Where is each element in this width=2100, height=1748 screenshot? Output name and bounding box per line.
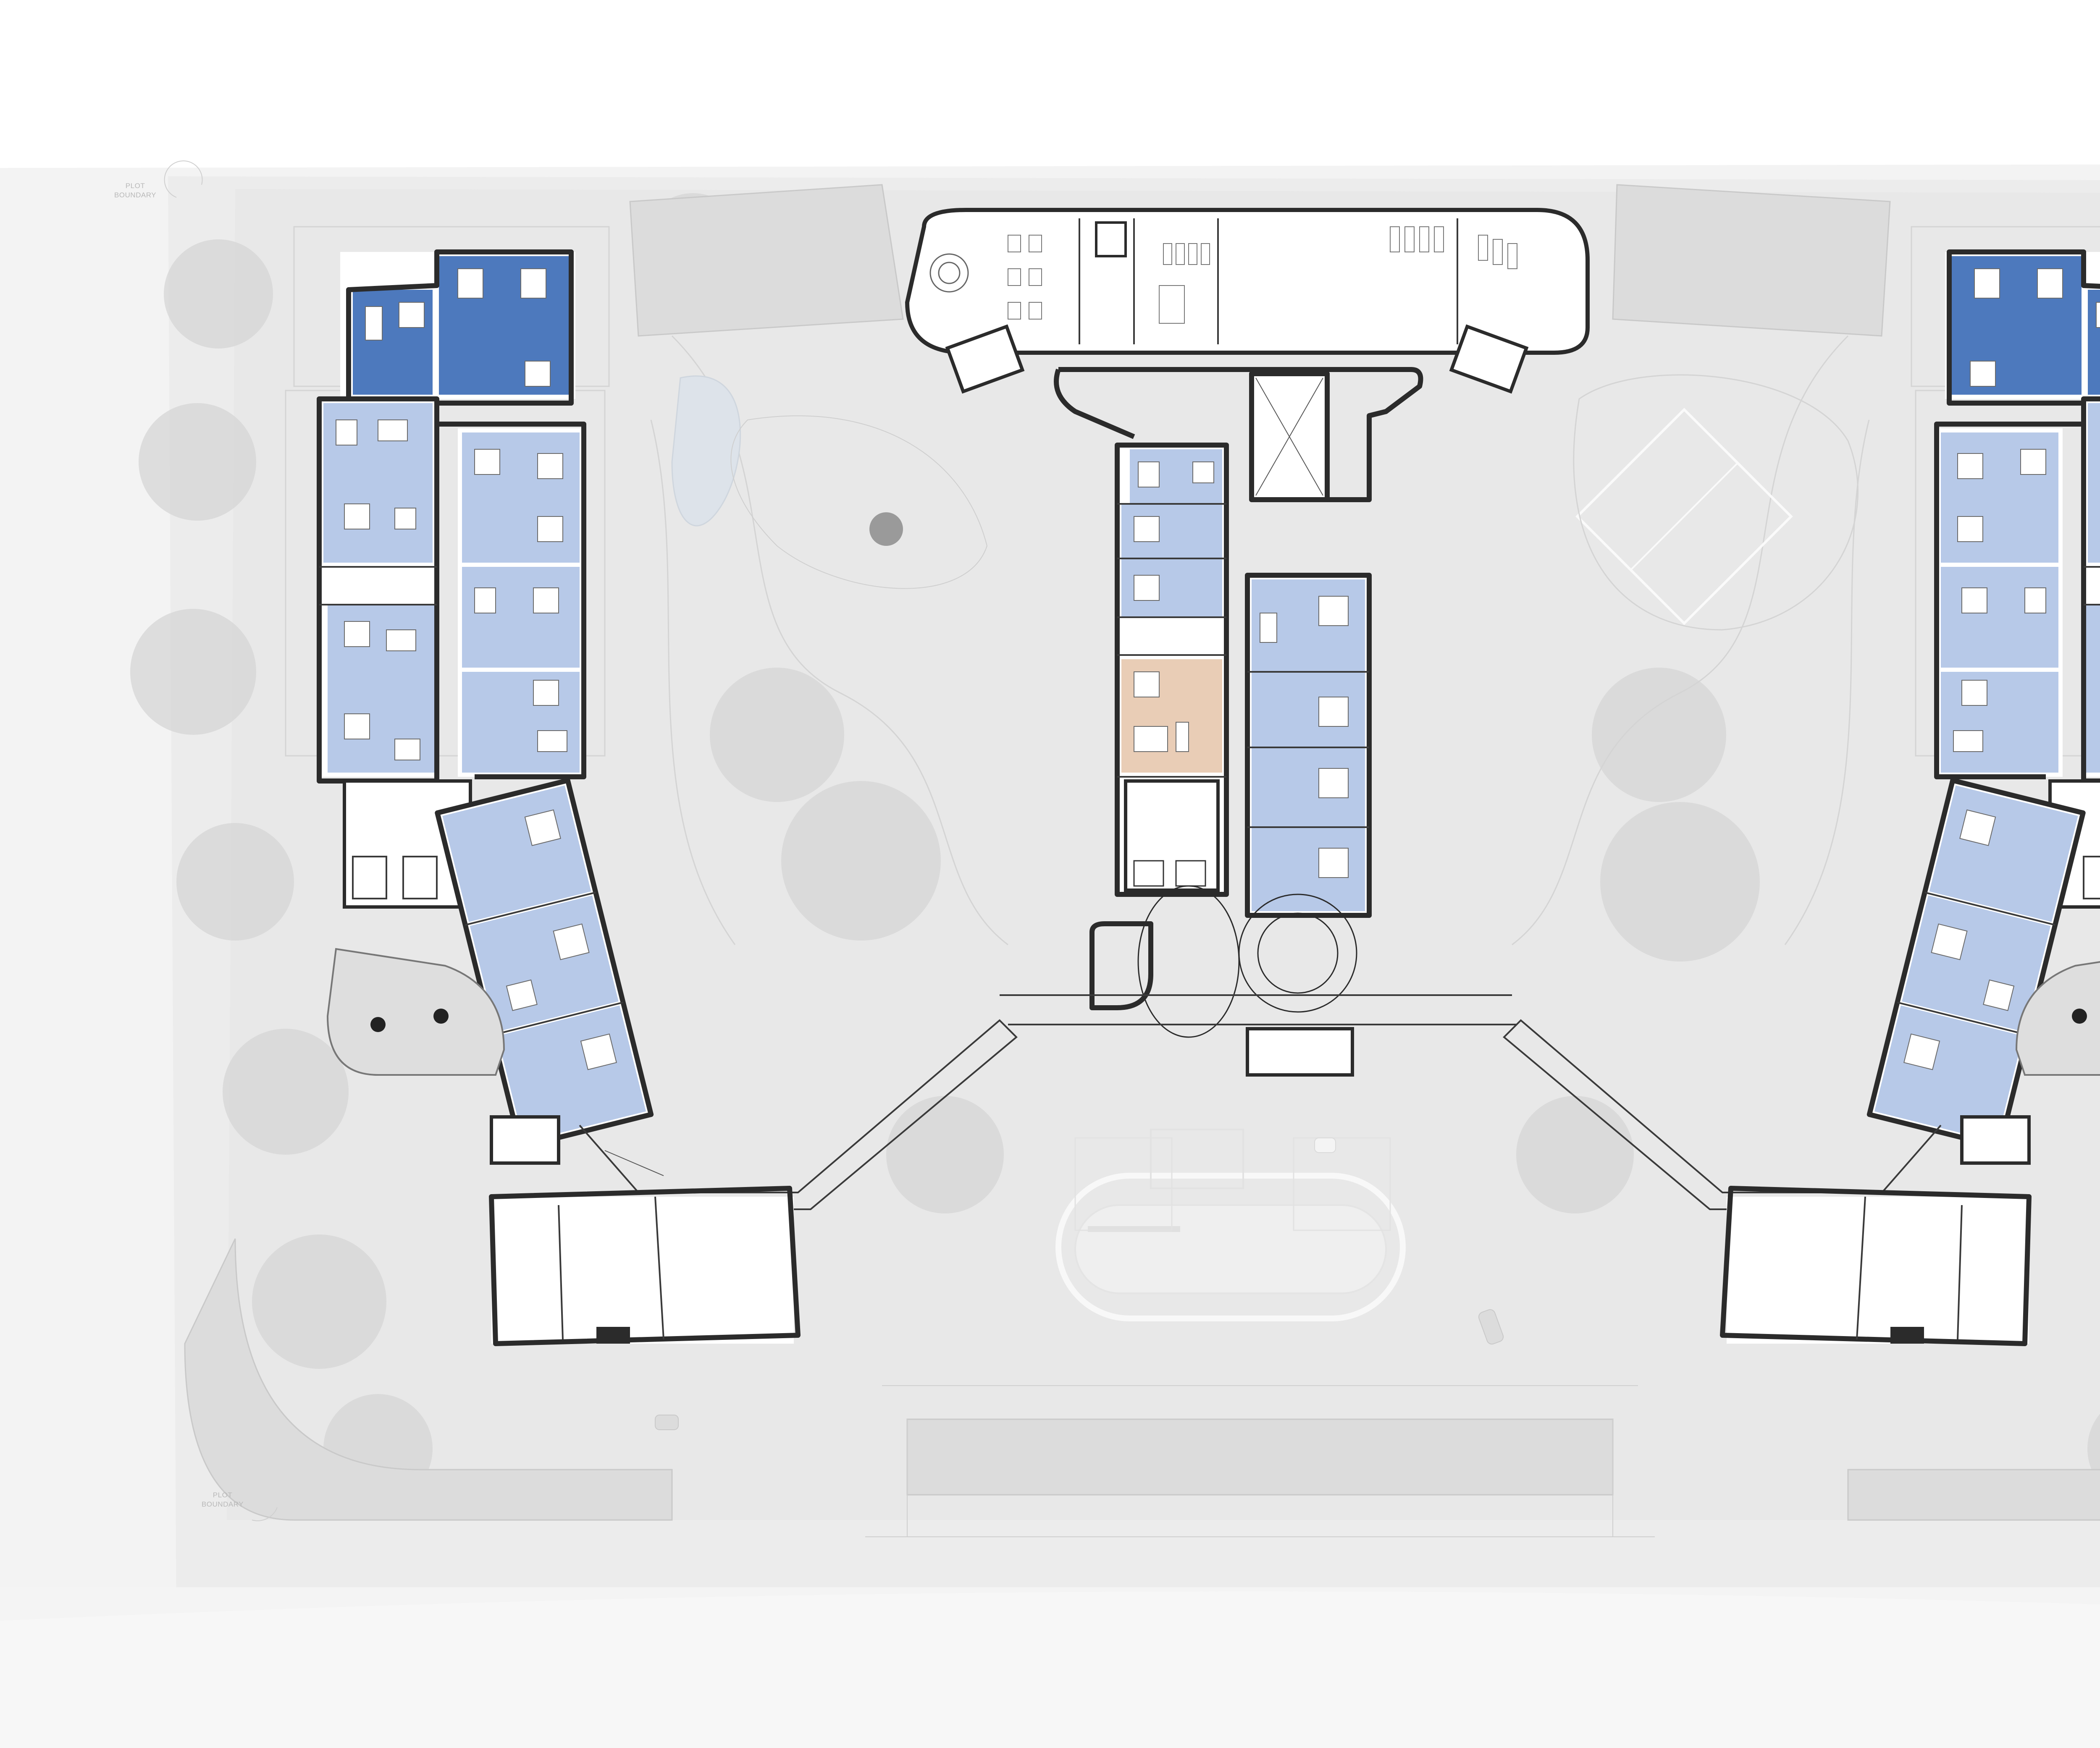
unit-light-blue <box>1941 672 2058 773</box>
unit-light-blue <box>462 672 580 773</box>
pool <box>671 375 741 527</box>
east-wing <box>1503 226 2100 1346</box>
unit-light-blue <box>2088 403 2100 563</box>
unit-light-blue <box>462 567 580 668</box>
west-wing <box>285 226 1018 1346</box>
furniture <box>336 419 567 760</box>
unit-light-blue <box>2084 605 2100 773</box>
car-icon <box>1478 1309 1504 1345</box>
unit-light-blue <box>1941 567 2058 668</box>
drop-off-loop <box>1055 1129 1406 1321</box>
central-wing <box>905 208 1590 1077</box>
plot-boundary-label-top-left: PLOT BOUNDARY <box>114 182 157 199</box>
car-icon <box>655 1415 679 1430</box>
plot-boundary-markers <box>164 160 278 1521</box>
landscape <box>184 184 2100 1537</box>
car-icon <box>1314 1137 1336 1153</box>
play-equipment <box>869 512 903 546</box>
tennis-court <box>1575 408 1793 625</box>
plot-boundary-label-bottom-left: PLOT BOUNDARY <box>201 1491 244 1508</box>
clubhouse <box>905 208 1590 355</box>
terrace-lounge <box>326 948 505 1076</box>
furniture <box>1134 461 1349 878</box>
